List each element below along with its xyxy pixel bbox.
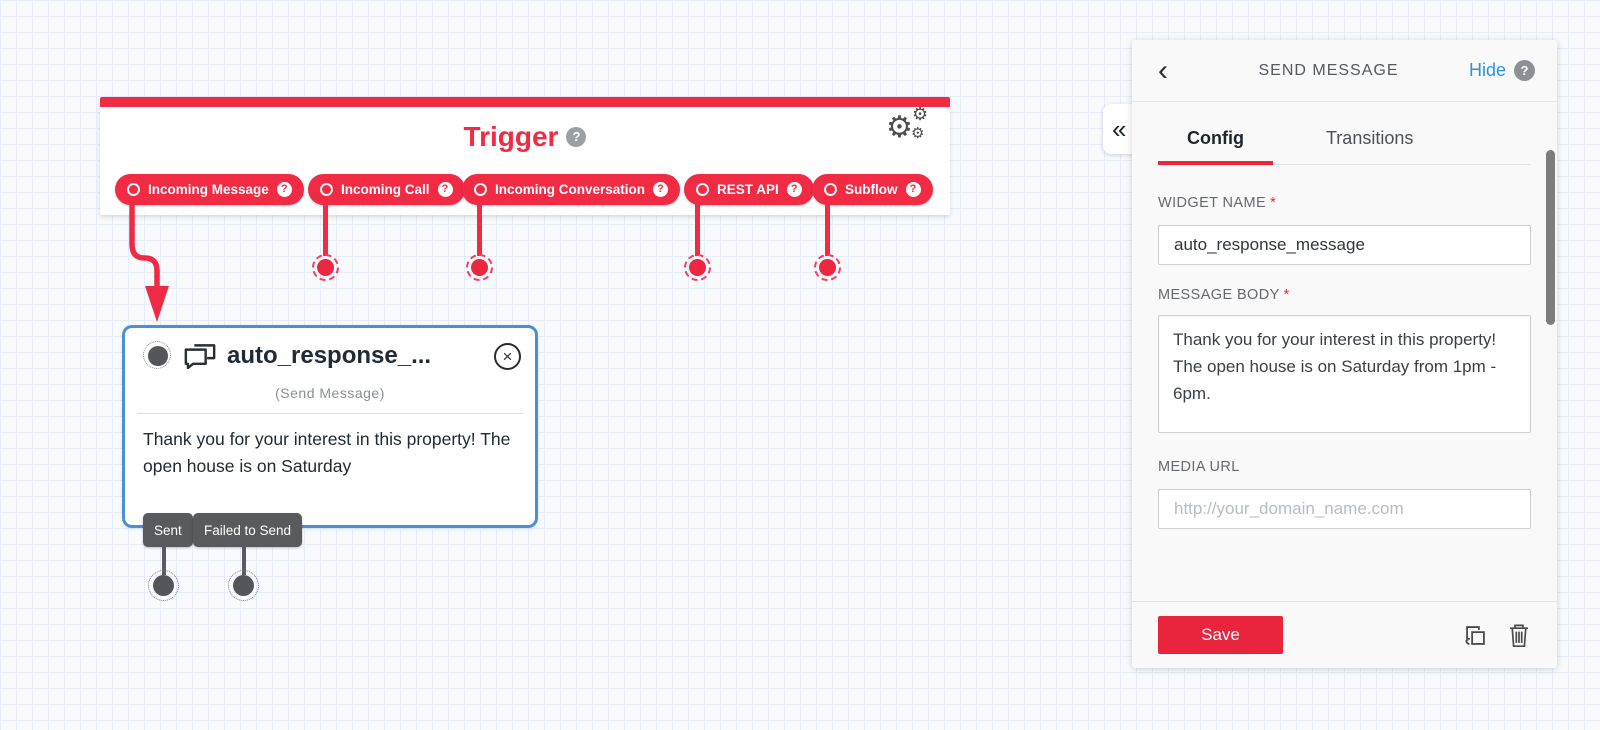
widget-body-preview: Thank you for your interest in this prop… (143, 429, 511, 476)
transition-tab-failed-to-send[interactable]: Failed to Send (193, 513, 303, 547)
help-icon[interactable]: ? (276, 182, 292, 197)
connector-dot-ring (683, 253, 711, 281)
connector-stub (824, 200, 830, 256)
connector-dot-ring (311, 253, 339, 281)
widget-input-port-ring (143, 341, 171, 369)
message-body-textarea[interactable]: Thank you for your interest in this prop… (1158, 315, 1531, 433)
trigger-settings-icon[interactable]: ⚙ ⚙ ⚙ (886, 105, 934, 149)
trigger-red-bar (100, 97, 950, 107)
save-button[interactable]: Save (1158, 616, 1283, 654)
gear-icon: ⚙ (912, 104, 929, 124)
connector-stub (241, 547, 246, 575)
panel-footer: Save (1132, 601, 1557, 668)
widget-type-label: (Send Message) (275, 385, 385, 401)
connector-dot-ring (228, 570, 259, 601)
trigger-pill-incoming-message[interactable]: Incoming Message ? (115, 174, 304, 205)
required-marker: * (1270, 195, 1277, 211)
send-message-widget[interactable]: auto_response_... × (Send Message) Thank… (122, 325, 538, 528)
back-chevron-icon[interactable]: ‹ (1158, 53, 1168, 87)
divider (137, 413, 523, 414)
trigger-pill-rest-api[interactable]: REST API ? (684, 174, 814, 205)
connector-stub (322, 200, 328, 256)
connector-dot-ring (465, 253, 493, 281)
panel-title: SEND MESSAGE (1258, 61, 1399, 79)
collapse-chevrons-icon: « (1112, 114, 1127, 144)
connector-stub (161, 547, 166, 575)
trigger-pill-incoming-conversation[interactable]: Incoming Conversation ? (462, 174, 681, 205)
trigger-title: Trigger (463, 121, 559, 152)
widget-input-port[interactable] (147, 345, 168, 366)
media-url-input[interactable] (1158, 489, 1531, 529)
connector-dot[interactable] (470, 258, 488, 276)
port-circle-icon[interactable] (824, 183, 837, 196)
connector-dot-ring (148, 570, 179, 601)
arrowhead-icon (145, 286, 169, 322)
help-icon[interactable]: ? (905, 182, 921, 197)
port-circle-icon[interactable] (696, 183, 709, 196)
connector-dot[interactable] (818, 258, 836, 276)
connector-dot[interactable] (316, 258, 334, 276)
tab-transitions[interactable]: Transitions (1325, 128, 1414, 148)
panel-scrollbar[interactable] (1546, 150, 1555, 325)
hide-help-icon[interactable]: ? (1514, 60, 1535, 81)
connector-dot-ring (813, 253, 841, 281)
close-icon[interactable]: × (494, 342, 521, 370)
widget-title: auto_response_... (227, 342, 432, 369)
connector-dot[interactable] (688, 258, 706, 276)
trigger-pill-subflow[interactable]: Subflow ? (812, 174, 933, 205)
panel-tabs: Config Transitions (1158, 102, 1531, 165)
gear-icon: ⚙ (911, 125, 925, 142)
connector-dot[interactable] (233, 575, 254, 596)
connector-stub (476, 200, 482, 256)
duplicate-widget-icon[interactable] (1462, 622, 1489, 649)
widget-name-input[interactable] (1158, 225, 1531, 265)
port-circle-icon[interactable] (127, 183, 140, 196)
port-circle-icon[interactable] (474, 183, 487, 196)
widget-name-label: WIDGET NAME* (1158, 195, 1277, 211)
message-body-label: MESSAGE BODY* (1158, 287, 1290, 303)
connector-dot[interactable] (153, 575, 174, 596)
inspector-panel: ‹ SEND MESSAGE Hide ? Config Transitions… (1132, 40, 1557, 668)
gear-icon: ⚙ (886, 111, 913, 144)
transition-tab-sent[interactable]: Sent (143, 513, 193, 547)
tab-config[interactable]: Config (1158, 128, 1273, 165)
help-icon[interactable]: ? (653, 182, 669, 197)
trigger-help-icon[interactable]: ? (566, 127, 587, 147)
required-marker: * (1283, 287, 1290, 303)
delete-widget-icon[interactable] (1507, 622, 1531, 649)
hide-link[interactable]: Hide (1468, 60, 1506, 80)
connector-stub (694, 200, 700, 256)
help-icon[interactable]: ? (786, 182, 802, 197)
help-icon[interactable]: ? (437, 182, 453, 197)
chat-bubbles-icon (184, 344, 216, 369)
trigger-pill-incoming-call[interactable]: Incoming Call ? (308, 174, 465, 205)
port-circle-icon[interactable] (320, 183, 333, 196)
media-url-label: MEDIA URL (1158, 459, 1240, 475)
